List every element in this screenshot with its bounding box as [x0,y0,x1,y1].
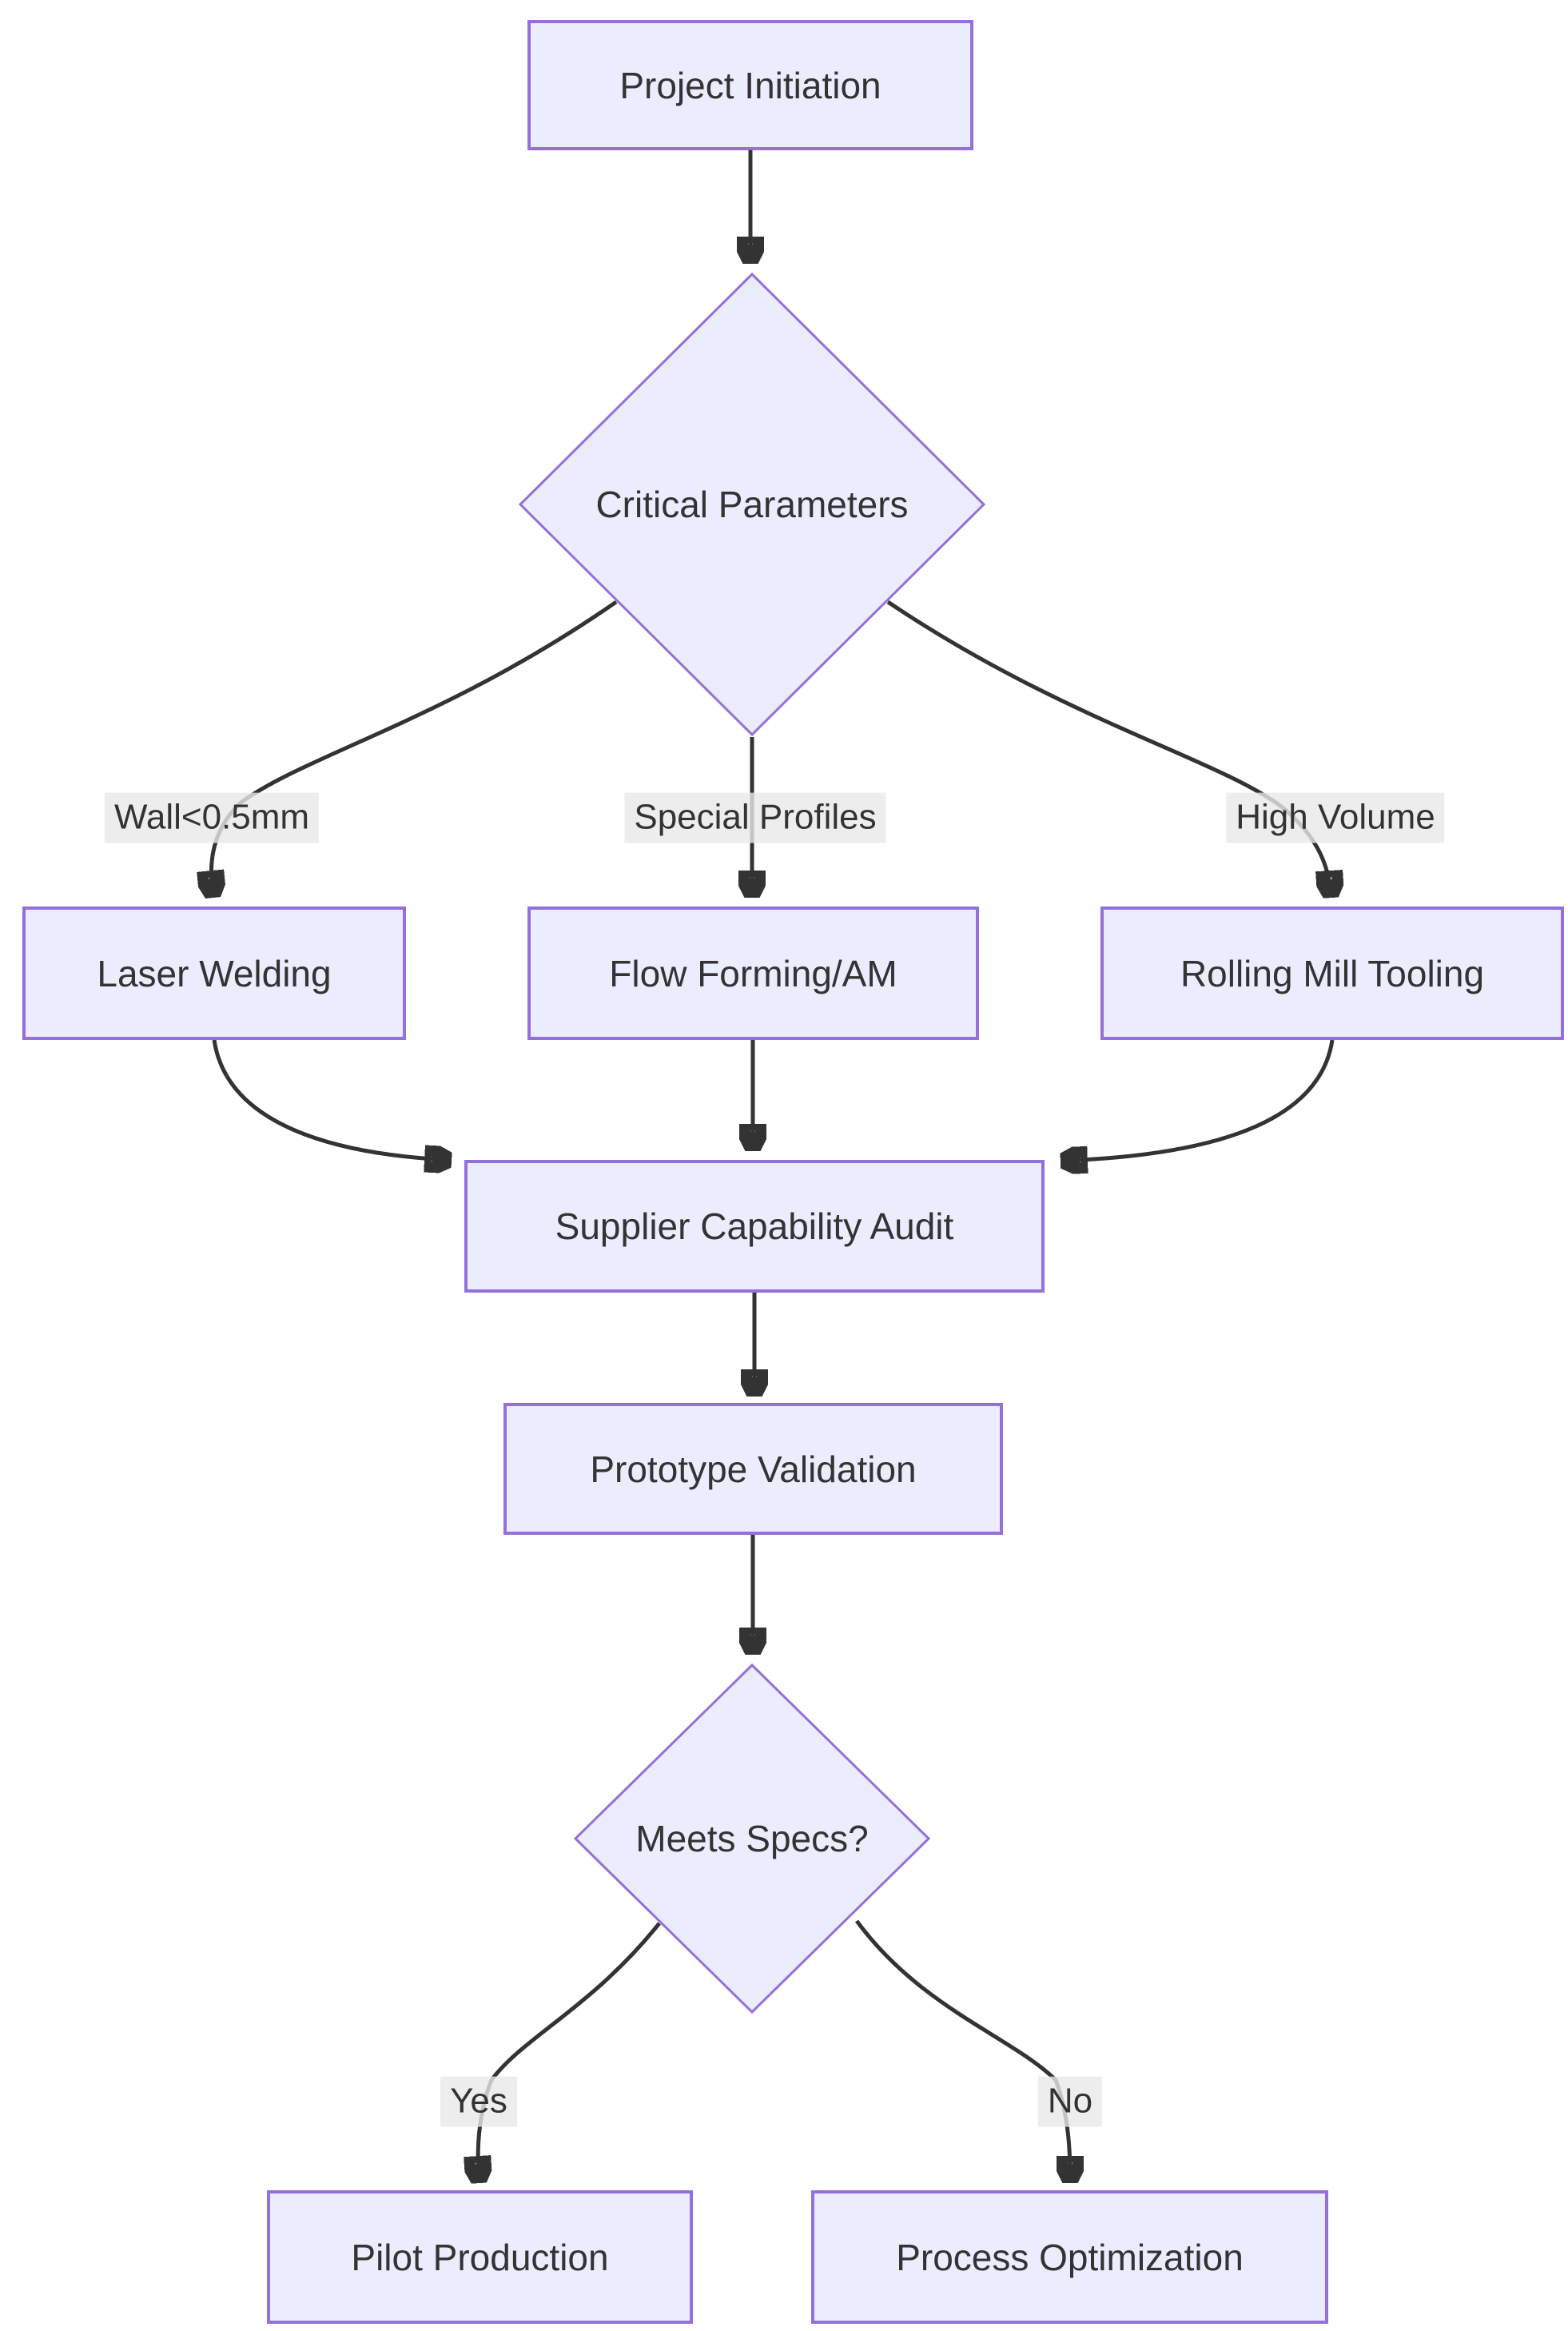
node-supplier-capability-audit-label: Supplier Capability Audit [555,1205,954,1247]
meets-specs-diamond-shape [573,1663,931,2014]
critical-parameters-diamond-polygon [518,272,986,737]
edge-label-yes: Yes [440,2076,517,2127]
edge-critical-parameters-to-rolling-mill-tooling [886,600,1331,894]
node-laser-welding: Laser Welding [22,906,406,1040]
node-flow-forming-am: Flow Forming/AM [527,906,979,1040]
node-project-initiation: Project Initiation [527,20,973,150]
node-process-optimization: Process Optimization [811,2190,1328,2324]
node-prototype-validation: Prototype Validation [503,1403,1003,1535]
critical-parameters-diamond-shape [518,272,986,737]
node-process-optimization-label: Process Optimization [896,2236,1244,2278]
edge-meets-specs-to-process-optimization [854,1919,1070,2179]
edge-critical-parameters-to-laser-welding [211,600,618,894]
edge-label-high-volume: High Volume [1226,792,1445,843]
edge-label-no: No [1037,2076,1103,2127]
node-laser-welding-label: Laser Welding [97,952,332,994]
node-project-initiation-label: Project Initiation [619,64,882,106]
edge-rolling-mill-tooling-to-supplier-capability-audit [1065,1039,1335,1161]
node-critical-parameters: Critical Parameters [518,272,986,737]
edge-label-special-profiles: Special Profiles [624,792,886,843]
edge-laser-welding-to-supplier-capability-audit [212,1039,448,1160]
node-pilot-production: Pilot Production [267,2190,693,2324]
node-rolling-mill-tooling: Rolling Mill Tooling [1100,906,1564,1040]
node-flow-forming-am-label: Flow Forming/AM [609,952,897,994]
edge-label-wall-less-than-0-5mm: Wall<0.5mm [104,792,320,843]
node-pilot-production-label: Pilot Production [351,2236,609,2278]
edge-meets-specs-to-pilot-production [478,1922,661,2179]
node-supplier-capability-audit: Supplier Capability Audit [464,1160,1045,1293]
node-rolling-mill-tooling-label: Rolling Mill Tooling [1180,952,1485,994]
node-meets-specs: Meets Specs? [573,1663,931,2014]
node-critical-parameters-label: Critical Parameters [595,484,909,525]
node-prototype-validation-label: Prototype Validation [590,1448,917,1490]
meets-specs-diamond-polygon [573,1663,931,2014]
node-meets-specs-label: Meets Specs? [635,1818,869,1859]
